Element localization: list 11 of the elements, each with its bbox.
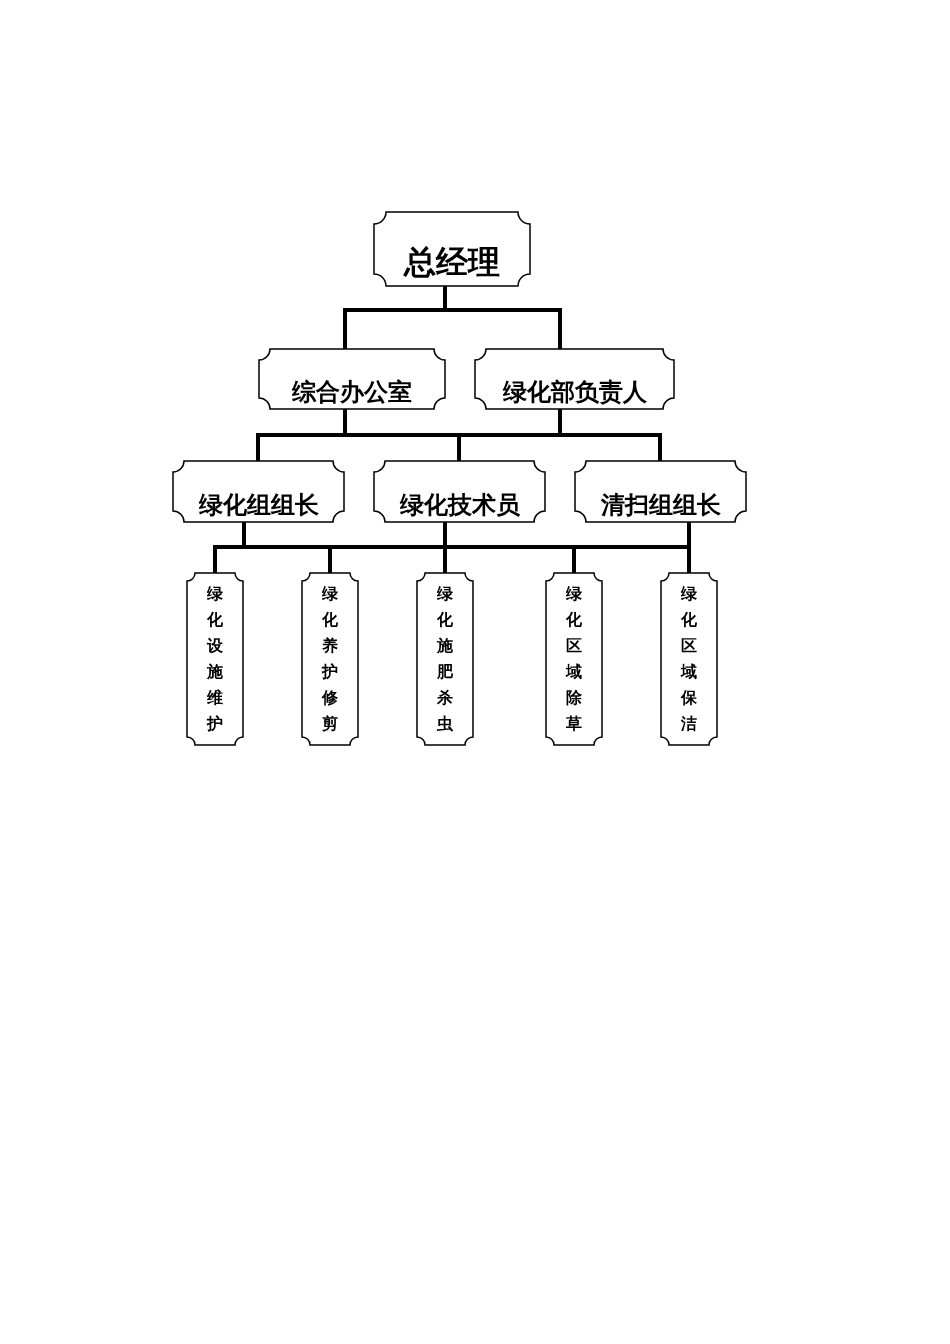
scroll-box: 绿化区域除草	[545, 572, 603, 746]
notched-box: 清扫组组长	[574, 460, 747, 523]
scroll-box: 绿化施肥杀虫	[416, 572, 474, 746]
notched-box: 总经理	[373, 211, 531, 287]
scroll-box: 绿化设施维护	[186, 572, 244, 746]
notched-box: 绿化技术员	[373, 460, 546, 523]
scroll-box: 绿化养护修剪	[301, 572, 359, 746]
notched-box: 综合办公室	[258, 348, 446, 410]
notched-box: 绿化部负责人	[474, 348, 675, 410]
notched-box: 绿化组组长	[172, 460, 345, 523]
scroll-box: 绿化区域保洁	[660, 572, 718, 746]
